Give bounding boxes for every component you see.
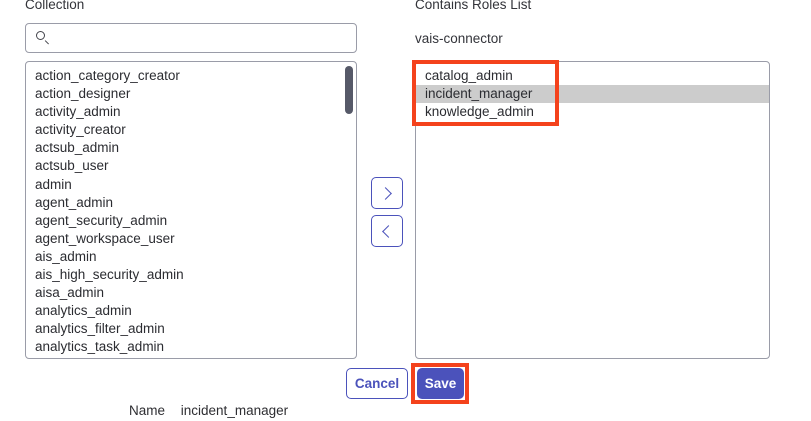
connector-name: vais-connector [415,31,503,46]
collection-option[interactable]: analytics_task_admin [35,339,165,355]
chevron-right-icon [379,186,392,200]
collection-option[interactable]: agent_security_admin [35,212,168,228]
collection-label: Collection [25,0,85,12]
search-input[interactable] [57,29,348,47]
collection-search[interactable] [25,23,357,53]
name-row: Name incident_manager [129,403,288,418]
collection-option[interactable]: actsub_admin [35,140,120,156]
collection-option[interactable]: agent_workspace_user [35,230,175,246]
name-value: incident_manager [180,403,289,418]
collection-option[interactable]: admin [35,176,72,192]
collection-option[interactable]: activity_admin [35,104,121,120]
save-button[interactable]: Save [417,368,464,399]
collection-scrollbar[interactable] [345,65,353,357]
collection-option[interactable]: aisa_admin [35,285,105,301]
role-option[interactable]: catalog_admin [425,68,513,83]
collection-option[interactable]: analytics_admin [35,303,132,319]
collection-option[interactable]: activity_creator [35,122,126,138]
role-option[interactable]: incident_manager [416,85,769,104]
chevron-left-icon [382,224,395,238]
role-option[interactable]: knowledge_admin [425,104,534,120]
collection-option[interactable]: agent_admin [35,194,114,210]
collection-option[interactable]: action_designer [35,86,131,102]
collection-option[interactable]: analytics_viewer [26,357,356,359]
add-role-button[interactable] [371,177,403,209]
collection-scrollbar-thumb[interactable] [345,66,353,114]
contains-roles-list-label: Contains Roles List [415,0,532,12]
collection-option[interactable]: actsub_user [35,158,109,174]
remove-role-button[interactable] [371,215,403,247]
name-label: Name [129,403,166,418]
collection-option[interactable]: analytics_filter_admin [35,321,165,337]
collection-option[interactable]: action_category_creator [35,68,180,83]
search-icon [36,30,51,46]
collection-option[interactable]: ais_high_security_admin [35,267,184,283]
cancel-button[interactable]: Cancel [346,368,408,399]
collection-option[interactable]: ais_admin [35,248,97,264]
